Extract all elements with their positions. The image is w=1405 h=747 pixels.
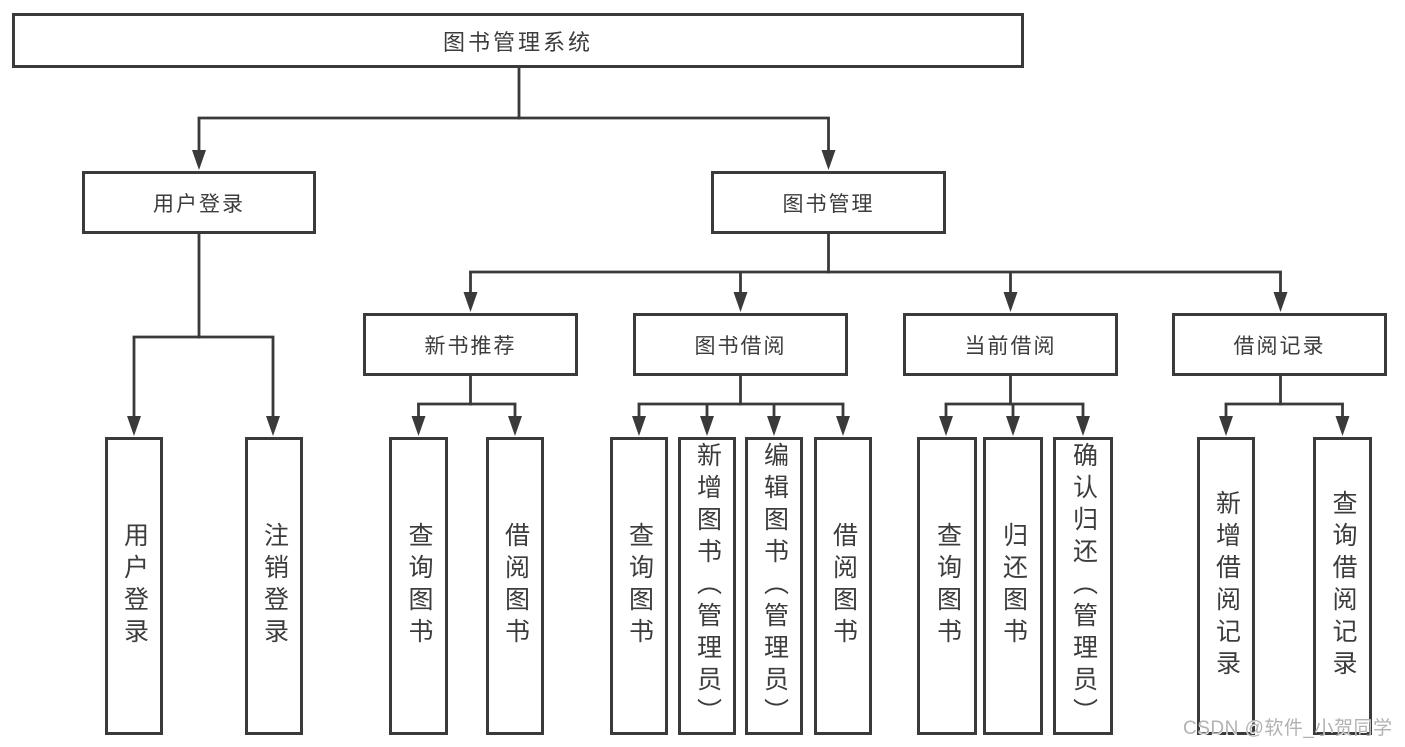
arrowhead-icon — [1219, 416, 1233, 436]
node-book-mgmt: 图书管理 — [711, 171, 946, 234]
arrowhead-icon — [821, 150, 836, 170]
leaf-br-query: 查询借阅记录 — [1313, 437, 1372, 735]
leaf-nb-borrow-label: 借阅图书 — [501, 522, 530, 650]
node-new-books-label: 新书推荐 — [424, 334, 517, 358]
leaf-bm-query: 查询图书 — [610, 437, 668, 735]
node-current-borrow: 当前借阅 — [903, 313, 1118, 376]
leaf-bm-edit-label: 编辑图书（管理员） — [760, 442, 789, 730]
leaf-login-label: 用户登录 — [120, 522, 149, 650]
watermark-text: CSDN @软件_小贺同学 — [1183, 718, 1393, 739]
leaf-cb-query-label: 查询图书 — [933, 522, 962, 650]
leaf-logout: 注销登录 — [245, 437, 303, 735]
leaf-cb-return-label: 归还图书 — [999, 522, 1028, 650]
leaf-login: 用户登录 — [105, 437, 163, 735]
node-user-login: 用户登录 — [82, 171, 316, 234]
leaf-br-query-label: 查询借阅记录 — [1329, 490, 1357, 682]
leaf-logout-label: 注销登录 — [260, 522, 289, 650]
leaf-cb-return: 归还图书 — [983, 437, 1043, 735]
node-borrow-mgmt-label: 图书借阅 — [694, 334, 787, 358]
node-root-label: 图书管理系统 — [442, 29, 593, 55]
arrowhead-icon — [1003, 292, 1018, 312]
arrowhead-icon — [508, 416, 522, 436]
arrowhead-icon — [1006, 416, 1020, 436]
arrowhead-icon — [463, 292, 478, 312]
leaf-cb-confirm-label: 确认归还（管理员） — [1069, 442, 1098, 730]
leaf-cb-confirm: 确认归还（管理员） — [1053, 437, 1113, 735]
leaf-bm-query-label: 查询图书 — [625, 522, 654, 650]
leaf-bm-add-label: 新增图书（管理员） — [693, 442, 722, 730]
arrowhead-icon — [266, 416, 280, 436]
arrowhead-icon — [700, 416, 714, 436]
node-user-login-label: 用户登录 — [153, 192, 245, 216]
leaf-cb-query: 查询图书 — [917, 437, 977, 735]
leaf-bm-add: 新增图书（管理员） — [678, 437, 736, 735]
arrowhead-icon — [192, 150, 206, 170]
node-root: 图书管理系统 — [12, 13, 1024, 68]
leaf-br-add-label: 新增借阅记录 — [1212, 490, 1241, 682]
arrowhead-icon — [767, 416, 781, 436]
leaf-nb-query-label: 查询图书 — [405, 522, 433, 650]
leaf-br-add: 新增借阅记录 — [1197, 437, 1255, 735]
arrowhead-icon — [632, 416, 646, 436]
node-borrow-records: 借阅记录 — [1172, 313, 1387, 376]
arrowhead-icon — [1076, 416, 1090, 436]
leaf-nb-query: 查询图书 — [389, 437, 448, 735]
leaf-bm-edit: 编辑图书（管理员） — [745, 437, 803, 735]
node-new-books: 新书推荐 — [363, 313, 578, 376]
arrowhead-icon — [733, 292, 748, 312]
arrowhead-icon — [1335, 416, 1350, 436]
leaf-nb-borrow: 借阅图书 — [486, 437, 544, 735]
arrowhead-icon — [127, 416, 141, 436]
arrowhead-icon — [411, 416, 426, 436]
leaf-bm-borrow: 借阅图书 — [814, 437, 872, 735]
node-current-borrow-label: 当前借阅 — [964, 334, 1057, 358]
leaf-bm-borrow-label: 借阅图书 — [829, 522, 858, 650]
arrowhead-icon — [836, 416, 850, 436]
node-borrow-mgmt: 图书借阅 — [633, 313, 848, 376]
node-borrow-records-label: 借阅记录 — [1233, 334, 1326, 358]
node-book-mgmt-label: 图书管理 — [782, 192, 875, 216]
arrowhead-icon — [1273, 292, 1288, 312]
arrowhead-icon — [939, 416, 953, 436]
